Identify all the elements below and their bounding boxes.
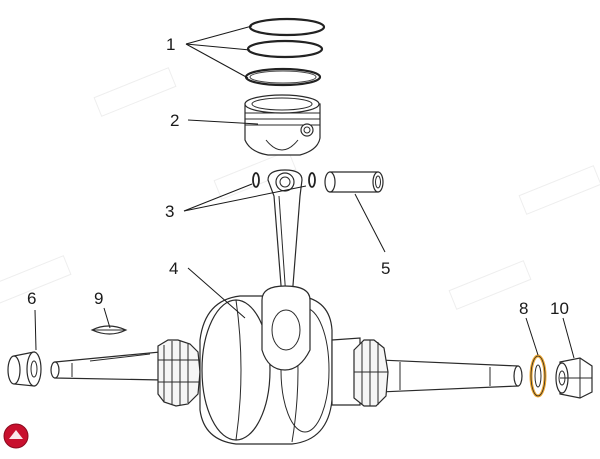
crankshaft-left-shaft [50,351,163,381]
callout-9: 9 [94,289,103,308]
callout-labels: 1 2 3 4 5 6 9 8 10 [27,35,569,318]
crankshaft-right-shaft [331,337,523,406]
callout-1: 1 [166,35,175,54]
piston-pin [324,171,384,193]
washer [529,354,547,398]
crankshaft-right-gear [353,339,389,407]
callout-6: 6 [27,289,36,308]
callout-8: 8 [519,299,528,318]
leader-lines [34,25,575,359]
connecting-rod [261,169,311,371]
woodruff-key [90,325,128,335]
callout-2: 2 [170,111,179,130]
brand-logo [3,423,29,449]
callout-4: 4 [169,259,178,278]
piston-pin-clips [252,172,316,188]
piston [244,94,321,156]
crankshaft-left-gear [157,339,201,407]
callout-3: 3 [165,202,174,221]
piston-rings [244,17,326,87]
crankshaft-nut [555,357,593,399]
callout-5: 5 [381,259,390,278]
callout-10: 10 [550,299,569,318]
bearing-sleeve [7,351,42,387]
